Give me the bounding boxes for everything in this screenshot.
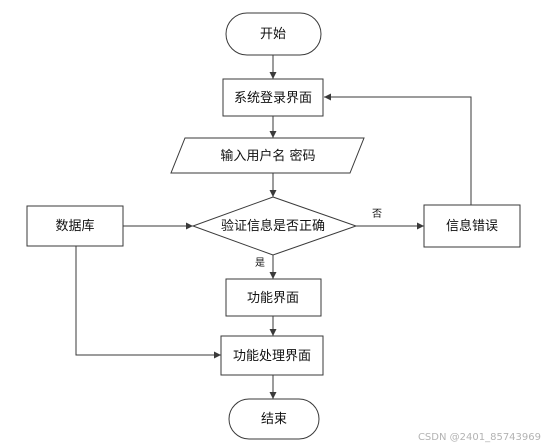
login-label: 系统登录界面 — [234, 91, 312, 106]
watermark: CSDN @2401_85743969 — [418, 432, 541, 443]
function-process-label: 功能处理界面 — [233, 349, 311, 364]
end-label: 结束 — [261, 412, 287, 427]
end-terminal — [228, 398, 320, 440]
input-data-box — [170, 137, 365, 174]
input-label: 输入用户名 密码 — [220, 148, 315, 164]
database-label: 数据库 — [55, 218, 94, 234]
error-label: 信息错误 — [446, 218, 498, 234]
function-process-box — [220, 335, 324, 376]
start-terminal — [225, 12, 322, 56]
edge-db-to-process — [75, 246, 221, 359]
database-box — [26, 205, 124, 247]
start-label: 开始 — [260, 27, 286, 42]
login-process-box — [222, 78, 324, 117]
edge-label-no: 否 — [372, 208, 382, 220]
function-ui-box — [225, 278, 322, 317]
verify-label: 验证信息是否正确 — [221, 218, 325, 234]
verify-decision-diamond — [191, 196, 358, 256]
edge-error-to-login — [324, 93, 472, 205]
error-process-box — [423, 204, 521, 248]
edge-label-yes: 是 — [255, 257, 265, 269]
function-ui-label: 功能界面 — [247, 291, 299, 306]
